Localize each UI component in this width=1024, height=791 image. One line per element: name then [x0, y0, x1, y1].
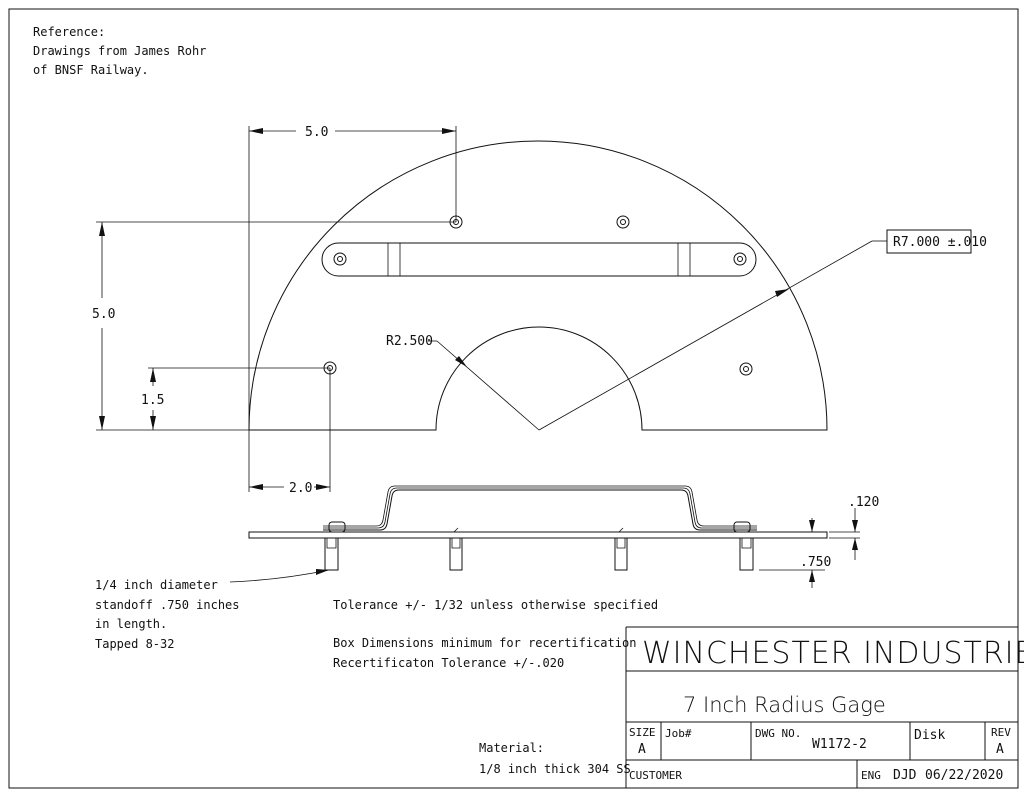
- outer-radius-box: [886, 229, 972, 254]
- standoff: [739, 537, 754, 571]
- dimension-label-thickness: .120: [848, 495, 879, 510]
- dimension-thickness: [829, 508, 860, 560]
- mounting-hole: [739, 362, 753, 376]
- gage-plate-outline: [248, 140, 828, 431]
- dimension-hole-height: [148, 367, 330, 430]
- outer-radius-label: R7.000 ±.010: [893, 235, 987, 250]
- standoff: [449, 527, 463, 571]
- mounting-hole: [616, 215, 630, 229]
- rev-value: A: [996, 742, 1004, 757]
- dimension-label-top: 5.0: [305, 125, 328, 140]
- recertification-note-1: Box Dimensions minimum for recertificati…: [333, 636, 636, 650]
- standoff-note-leader: [229, 569, 330, 583]
- size-value: A: [638, 742, 646, 757]
- standoff-note-line-3: in length.: [95, 617, 167, 631]
- title-block: [625, 626, 1018, 788]
- engineer-initials: DJD: [893, 768, 917, 783]
- disk-label: Disk: [914, 728, 945, 743]
- side-view-handle: [323, 489, 757, 531]
- standoff-note-line-2: standoff .750 inches: [95, 598, 240, 612]
- dimension-standoff: [759, 518, 825, 588]
- standoff: [614, 527, 628, 571]
- dimension-label-hole-height: 1.5: [141, 393, 164, 408]
- recertification-note-2: Recertificaton Tolerance +/-.020: [333, 656, 564, 670]
- reference-line-1: Reference:: [33, 25, 105, 39]
- standoff: [324, 537, 339, 571]
- dimension-left-5: [96, 221, 456, 431]
- size-label: SIZE: [629, 726, 656, 739]
- standoff-note-line-1: 1/4 inch diameter: [95, 578, 218, 592]
- mounting-hole: [733, 252, 747, 266]
- dimension-hole-offset: [248, 368, 331, 492]
- engineer-label: ENG: [861, 769, 881, 782]
- material-label: Material:: [479, 741, 544, 755]
- job-label: Job#: [665, 727, 692, 740]
- side-view: [248, 485, 828, 571]
- drawing-title: 7 Inch Radius Gage: [683, 693, 886, 717]
- inner-radius-leader: [428, 340, 540, 431]
- dimension-top-5: [248, 126, 457, 432]
- customer-label: CUSTOMER: [629, 769, 682, 782]
- inner-radius-label: R2.500: [386, 334, 433, 349]
- reference-line-2: Drawings from James Rohr: [33, 44, 206, 58]
- drawing-date: 06/22/2020: [925, 768, 1003, 783]
- handle-slot: [321, 242, 757, 277]
- standoff-note-line-4: Tapped 8-32: [95, 637, 174, 651]
- side-view-plate: [248, 531, 828, 539]
- dimension-label-standoff: .750: [800, 555, 831, 570]
- material-value: 1/8 inch thick 304 SS: [479, 762, 631, 776]
- rev-label: REV: [991, 726, 1011, 739]
- mounting-hole: [333, 252, 347, 266]
- dimension-label-left-height: 5.0: [92, 307, 115, 322]
- reference-line-3: of BNSF Railway.: [33, 63, 149, 77]
- sheet-border: [8, 8, 1019, 789]
- dwg-no-value: W1172-2: [812, 737, 867, 752]
- tolerance-note: Tolerance +/- 1/32 unless otherwise spec…: [333, 598, 658, 612]
- company-name: WINCHESTER INDUSTRIES INC.: [642, 636, 1024, 671]
- outer-radius-leader: [538, 240, 887, 431]
- dwg-no-label: DWG NO.: [755, 727, 801, 740]
- dimension-label-hole-offset: 2.0: [289, 481, 312, 496]
